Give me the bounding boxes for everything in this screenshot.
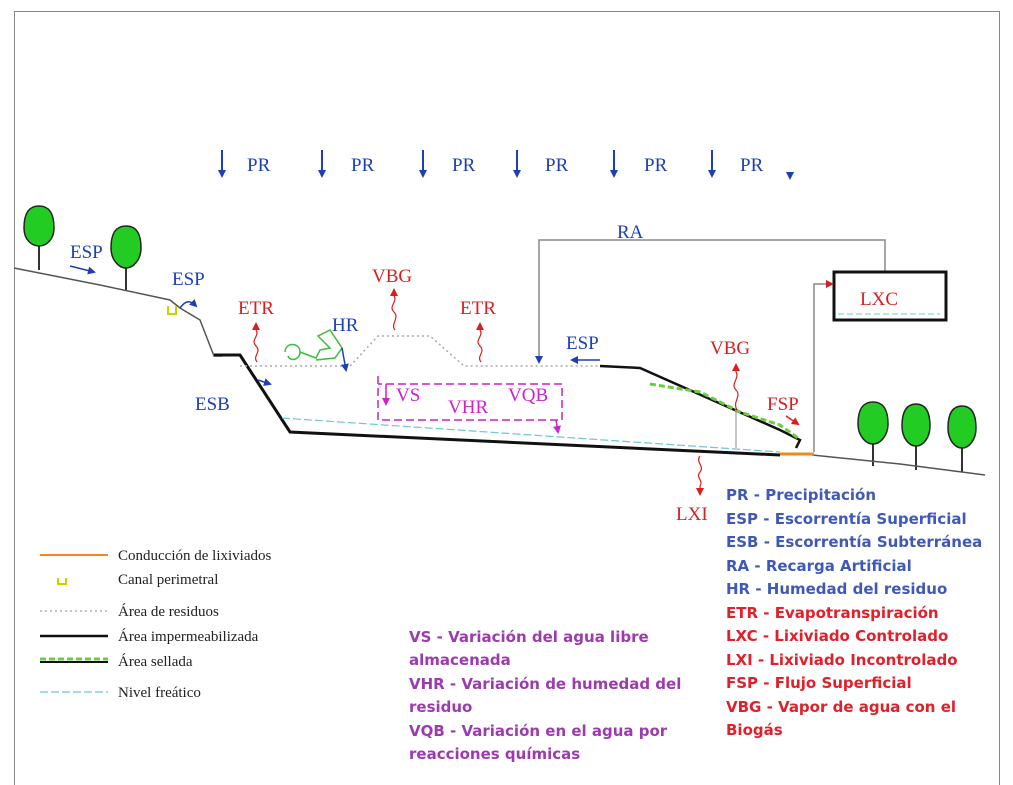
abbr-lxi: LXI - Lixiviado Incontrolado	[726, 650, 958, 669]
legend-label-canal: Canal perimetral	[118, 572, 218, 588]
note-vs: VS - Variación del agua libre	[409, 628, 649, 646]
vbg-left-label: VBG	[372, 266, 412, 287]
lxc-tank	[832, 270, 948, 322]
esb-label: ESB	[195, 394, 230, 415]
note-vqb: VQB - Variación en el agua por	[409, 721, 668, 740]
abbreviation-key: PR - Precipitación ESP - Escorrentía Sup…	[726, 484, 982, 743]
hr-symbol	[284, 329, 343, 361]
etr-right-label: ETR	[460, 298, 496, 319]
fsp-arrow	[785, 415, 800, 426]
esp-left-label: ESP	[70, 242, 103, 263]
lxc-label: LXC	[860, 289, 898, 310]
legend-label-leachate: Conducción de lixiviados	[118, 548, 271, 564]
etr-left-wave	[253, 329, 259, 363]
precipitation-row: PR PR PR PR PR PR	[218, 150, 794, 180]
lxc-arrow-icon	[826, 280, 834, 288]
lxc-pipe	[813, 283, 830, 452]
tree-icon	[23, 205, 55, 270]
abbr-pr: PR - Precipitación	[726, 486, 876, 504]
pr-label-3: PR	[452, 155, 476, 176]
esb-arrow	[257, 378, 272, 386]
pr-label-6: PR	[740, 155, 764, 176]
waste-area	[240, 335, 600, 367]
legend-swatch-canal	[57, 578, 67, 585]
esp-left-arrow	[69, 265, 96, 275]
legend-label-phreatic: Nivel freático	[118, 685, 201, 701]
hr-arrow	[340, 347, 349, 372]
sealed-area	[649, 382, 799, 440]
vbg-right-label: VBG	[710, 338, 750, 359]
esp-right-label: ESP	[566, 333, 599, 354]
esp-canal-arrow	[179, 298, 198, 309]
lxi-label: LXI	[676, 504, 708, 525]
pr-label-5: PR	[644, 155, 668, 176]
ra-arrow-icon	[535, 356, 543, 364]
abbr-esp: ESP - Escorrentía Superficial	[726, 509, 967, 528]
abbr-fsp: FSP - Flujo Superficial	[726, 674, 912, 692]
abbr-hr: HR - Humedad del residuo	[726, 580, 948, 598]
abbr-etr: ETR - Evapotranspiración	[726, 603, 939, 622]
vqb-label: VQB	[508, 385, 548, 406]
abbr-vbg: VBG - Vapor de agua con el	[726, 697, 957, 716]
figure-frame	[14, 11, 1000, 785]
abbr-esb: ESB - Escorrentía Subterránea	[726, 533, 983, 551]
storage-box	[377, 376, 563, 421]
pr-arrow-7	[786, 172, 794, 180]
abbr-vbg-cont: Biogás	[726, 721, 783, 739]
etr-right-wave	[477, 329, 483, 363]
legend-label-impermeable: Área impermeabilizada	[118, 628, 259, 645]
legend-label-sealed: Área sellada	[118, 653, 193, 670]
ra-label: RA	[617, 222, 644, 243]
esp-canal-label: ESP	[172, 269, 205, 290]
tree-icon	[110, 225, 142, 290]
vhr-label: VHR	[448, 397, 488, 418]
phreatic-level	[281, 417, 781, 453]
tree-icon	[947, 405, 977, 472]
vqb-arrow	[553, 419, 561, 434]
ground-right	[811, 454, 986, 476]
trees	[23, 205, 977, 472]
legend-label-waste: Área de residuos	[118, 603, 219, 620]
note-vs-cont: almacenada	[409, 651, 511, 670]
note-vhr: VHR - Variación de humedad del	[409, 674, 682, 693]
vbg-left-wave	[391, 295, 397, 331]
abbr-lxc: LXC - Lixiviado Controlado	[726, 627, 949, 645]
legend: Conducción de lixiviados Canal perimetra…	[40, 548, 271, 701]
tree-icon	[901, 403, 931, 470]
etr-left-label: ETR	[238, 298, 274, 319]
vbg-right-wave	[733, 371, 739, 411]
storage-notes: VS - Variación del agua libre almacenada…	[409, 626, 709, 766]
impermeable-liner	[214, 353, 781, 457]
pr-label-2: PR	[351, 155, 375, 176]
pr-label-4: PR	[545, 155, 569, 176]
fsp-label: FSP	[767, 394, 799, 415]
note-vhr-cont: residuo	[409, 698, 473, 717]
note-vqb-cont: reacciones químicas	[409, 745, 581, 764]
perimeter-canal	[167, 306, 177, 315]
lxi-wave	[697, 455, 703, 487]
abbr-ra: RA - Recarga Artificial	[726, 556, 912, 575]
pr-label-1: PR	[247, 155, 271, 176]
hr-label: HR	[332, 315, 359, 336]
tree-icon	[857, 401, 889, 466]
ra-line	[538, 239, 886, 360]
impermeable-liner-right	[599, 364, 802, 449]
vs-label: VS	[396, 385, 420, 406]
